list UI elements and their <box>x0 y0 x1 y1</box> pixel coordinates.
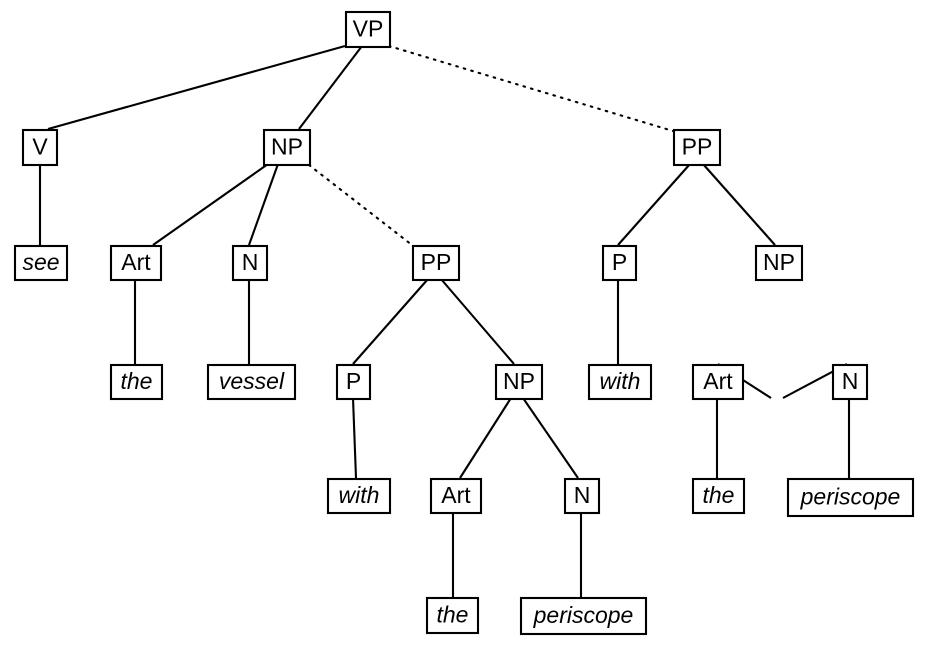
node-box-art_right <box>691 363 745 401</box>
node-label-np1: NP <box>271 134 303 160</box>
tree-edge-np1-to-art1 <box>152 163 269 246</box>
tree-node-np1[interactable]: NP <box>262 128 312 167</box>
tree-node-with_right[interactable]: with <box>587 363 653 401</box>
node-label-art1: Art <box>121 249 151 275</box>
node-label-with_mid: with <box>339 482 380 508</box>
tree-node-p_mid[interactable]: P <box>335 363 372 401</box>
tree-edge-np_mid-to-n_mid <box>522 397 579 479</box>
tree-node-the_mid[interactable]: the <box>425 596 480 635</box>
node-box-pp_mid <box>411 244 461 282</box>
node-box-vp <box>344 10 392 49</box>
node-box-the_mid <box>425 596 480 635</box>
node-box-see <box>13 244 69 282</box>
node-label-p_mid: P <box>346 368 361 394</box>
node-box-the1 <box>109 363 164 401</box>
node-label-v: V <box>32 134 48 160</box>
node-label-per_right: periscope <box>800 484 901 510</box>
node-label-n1: N <box>242 249 259 275</box>
tree-node-with_mid[interactable]: with <box>326 477 392 515</box>
node-box-vessel <box>206 363 297 401</box>
node-box-v <box>21 128 59 167</box>
node-box-n_mid <box>563 477 601 515</box>
node-box-with_mid <box>326 477 392 515</box>
node-label-p_right: P <box>612 249 627 275</box>
node-box-art1 <box>109 244 163 282</box>
edge-layer <box>38 44 851 597</box>
tree-edge-pp_mid-to-np_mid <box>440 278 515 365</box>
tree-edge-np1-to-n1 <box>248 163 279 246</box>
node-label-n_right: N <box>842 368 859 394</box>
node-label-n_mid: N <box>574 482 591 508</box>
tree-node-v[interactable]: V <box>21 128 59 167</box>
node-box-p_right <box>601 244 638 282</box>
tree-edge-vp-to-pp_right <box>387 44 675 133</box>
node-box-per_right <box>786 477 915 518</box>
node-box-with_right <box>587 363 653 401</box>
node-label-the_right: the <box>703 482 735 508</box>
tree-node-art_mid[interactable]: Art <box>429 477 483 515</box>
tree-node-n_right[interactable]: N <box>831 363 869 401</box>
node-label-per_mid: periscope <box>533 602 634 628</box>
tree-node-see[interactable]: see <box>13 244 69 282</box>
node-label-the_mid: the <box>437 602 469 628</box>
node-label-np_right: NP <box>763 249 795 275</box>
node-label-vessel: vessel <box>219 368 285 394</box>
tree-edge-np_mid-to-art_mid <box>459 397 512 479</box>
tree-edge-pp_right-to-p_right <box>617 163 691 246</box>
tree-node-vp[interactable]: VP <box>344 10 392 49</box>
node-box-art_mid <box>429 477 483 515</box>
tree-node-np_right[interactable]: NP <box>754 244 804 282</box>
tree-node-art_right[interactable]: Art <box>691 363 745 401</box>
tree-node-n_mid[interactable]: N <box>563 477 601 515</box>
tree-node-pp_mid[interactable]: PP <box>411 244 461 282</box>
node-label-np_mid: NP <box>503 368 535 394</box>
tree-edge-vp-to-np1 <box>298 45 363 130</box>
tree-node-art1[interactable]: Art <box>109 244 163 282</box>
tree-edge-pp_mid-to-p_mid <box>352 278 429 365</box>
node-box-pp_right <box>672 128 722 167</box>
node-label-art_right: Art <box>703 368 733 394</box>
node-label-the1: the <box>121 368 153 394</box>
node-box-np_mid <box>494 363 544 401</box>
tree-node-p_right[interactable]: P <box>601 244 638 282</box>
tree-edge-np1-to-pp_mid <box>307 163 414 247</box>
node-label-art_mid: Art <box>441 482 471 508</box>
tree-node-n1[interactable]: N <box>231 244 269 282</box>
node-box-np1 <box>262 128 312 167</box>
tree-node-np_mid[interactable]: NP <box>494 363 544 401</box>
node-box-n1 <box>231 244 269 282</box>
node-box-per_mid <box>519 596 648 636</box>
node-label-vp: VP <box>353 16 384 42</box>
tree-node-the1[interactable]: the <box>109 363 164 401</box>
node-label-see: see <box>22 249 59 275</box>
tree-edge-pp_right-to-np_right <box>702 163 776 246</box>
tree-node-the_right[interactable]: the <box>691 477 746 515</box>
tree-edge-p_mid-to-with_mid <box>351 397 358 479</box>
node-label-pp_mid: PP <box>421 249 452 275</box>
tree-node-per_mid[interactable]: periscope <box>519 596 648 636</box>
tree-node-vessel[interactable]: vessel <box>206 363 297 401</box>
node-box-the_right <box>691 477 746 515</box>
node-box-n_right <box>831 363 869 401</box>
node-label-pp_right: PP <box>682 134 713 160</box>
node-label-with_right: with <box>600 368 641 394</box>
tree-node-pp_right[interactable]: PP <box>672 128 722 167</box>
node-box-np_right <box>754 244 804 282</box>
node-box-p_mid <box>335 363 372 401</box>
tree-edge-vp-to-v <box>47 44 346 131</box>
tree-node-per_right[interactable]: periscope <box>786 477 915 518</box>
